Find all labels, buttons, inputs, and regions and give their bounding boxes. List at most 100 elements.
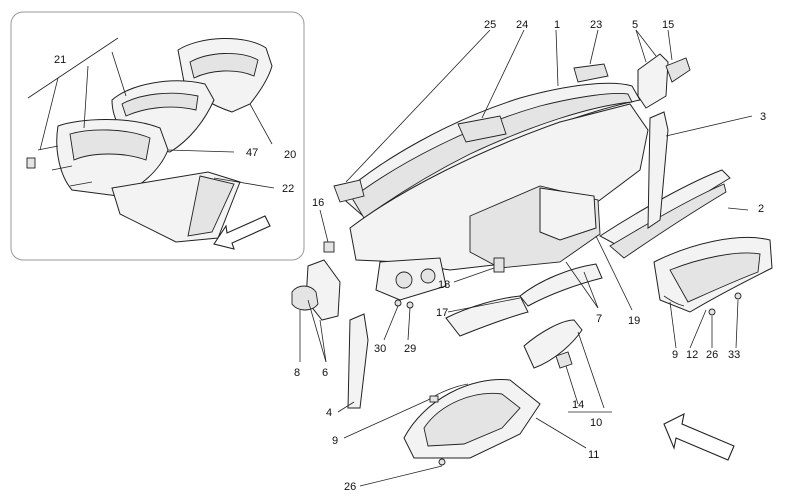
label-25: 25: [484, 19, 496, 31]
label-12: 12: [686, 349, 698, 361]
label-4: 4: [326, 407, 332, 419]
leader-17: [447, 297, 521, 313]
screw-26: [438, 458, 446, 466]
screw-30: [394, 299, 402, 307]
knee-bolster-left: [445, 295, 529, 337]
leader-20: [249, 103, 273, 145]
cluster-cover-inner: [189, 52, 259, 79]
connector: [429, 395, 439, 403]
leader-24: [481, 29, 525, 119]
dashboard-assembly: 1 2 3 4 5 6 7 8 9 9 10 11 12 14 15 16 17…: [291, 19, 773, 493]
side-vent-right: [637, 53, 669, 109]
label-33: 33: [728, 349, 740, 361]
center-vent: [539, 187, 597, 241]
bolt: [69, 181, 93, 187]
leader-21-bracket: [27, 37, 119, 99]
glovebox-latch: [555, 351, 573, 369]
leader-30: [383, 305, 399, 341]
leader-5: [635, 29, 647, 63]
leader-26: [359, 465, 443, 487]
dashboard-top-ridge: [351, 93, 633, 219]
bolt: [51, 165, 73, 171]
leader-6b: [307, 299, 327, 363]
label-5: 5: [632, 19, 638, 31]
cluster-hood-rim: [121, 92, 199, 117]
leader-12: [689, 309, 707, 349]
vent-ring-left: [291, 285, 319, 311]
leader-11: [535, 417, 587, 449]
cluster-gauge: [69, 129, 151, 161]
label-26-right: 26: [706, 349, 718, 361]
leader-19: [595, 235, 633, 311]
leader-6: [319, 319, 327, 363]
label-9-right: 9: [672, 349, 678, 361]
defrost-vent: [573, 63, 609, 83]
label-26: 26: [344, 481, 356, 493]
leader-3: [665, 115, 753, 137]
wiring-harness-right: [663, 295, 685, 307]
screw-29: [406, 301, 414, 309]
label-10: 10: [590, 417, 602, 429]
a-pillar-trim-left: [347, 313, 369, 409]
leader-21: [111, 51, 127, 97]
label-16: 16: [312, 197, 324, 209]
leader-16: [319, 209, 329, 243]
label-23: 23: [590, 19, 602, 31]
leader-7: [565, 261, 599, 309]
glovebox-housing-inner: [669, 252, 761, 303]
label-29: 29: [404, 343, 416, 355]
label-1: 1: [554, 19, 560, 31]
label-14: 14: [572, 399, 584, 411]
direction-arrow-icon: [663, 413, 735, 461]
leader-47: [167, 149, 235, 153]
sensor-grille: [333, 179, 365, 203]
label-9: 9: [332, 435, 338, 447]
bracket-18: [493, 257, 505, 273]
label-30: 30: [374, 343, 386, 355]
label-15: 15: [662, 19, 674, 31]
label-18: 18: [438, 279, 450, 291]
label-6: 6: [322, 367, 328, 379]
label-24: 24: [516, 19, 528, 31]
label-47: 47: [246, 147, 258, 159]
leader-15: [667, 29, 673, 61]
label-7: 7: [596, 313, 602, 325]
lower-trim-panel: [519, 263, 603, 307]
leader-18: [453, 267, 495, 283]
cluster-lower-trim: [187, 175, 235, 237]
leader-7b: [583, 271, 599, 309]
label-11: 11: [588, 449, 599, 461]
instrument-cluster-inset: 21 20 47 22: [10, 11, 305, 261]
leader-21: [39, 77, 59, 151]
tray-inner: [423, 392, 521, 447]
a-pillar-trim-right: [647, 111, 669, 229]
leader-22: [213, 177, 275, 189]
screw-26b: [708, 308, 716, 316]
leader-21: [83, 65, 89, 129]
leader-33: [735, 299, 739, 349]
knob: [395, 271, 413, 289]
leader-29: [407, 307, 411, 341]
clip-small: [26, 157, 36, 169]
label-8: 8: [294, 367, 300, 379]
label-19: 19: [628, 315, 640, 327]
leader-14: [565, 365, 579, 405]
bolt: [37, 145, 59, 151]
label-22: 22: [282, 183, 294, 195]
label-21: 21: [54, 54, 66, 66]
leader-1: [555, 29, 559, 87]
clip-16: [323, 241, 335, 253]
leader-2: [727, 207, 749, 211]
leader-9b: [669, 301, 677, 349]
leader-10: [577, 331, 605, 409]
label-2: 2: [758, 203, 764, 215]
label-20: 20: [284, 149, 296, 161]
side-vent-ring: [665, 57, 691, 83]
glovebox-lid: [523, 319, 583, 369]
label-3: 3: [760, 111, 766, 123]
leader-23: [589, 29, 599, 65]
screw-33: [734, 292, 742, 300]
speaker-grille: [457, 115, 507, 143]
leader-5b: [635, 29, 657, 57]
